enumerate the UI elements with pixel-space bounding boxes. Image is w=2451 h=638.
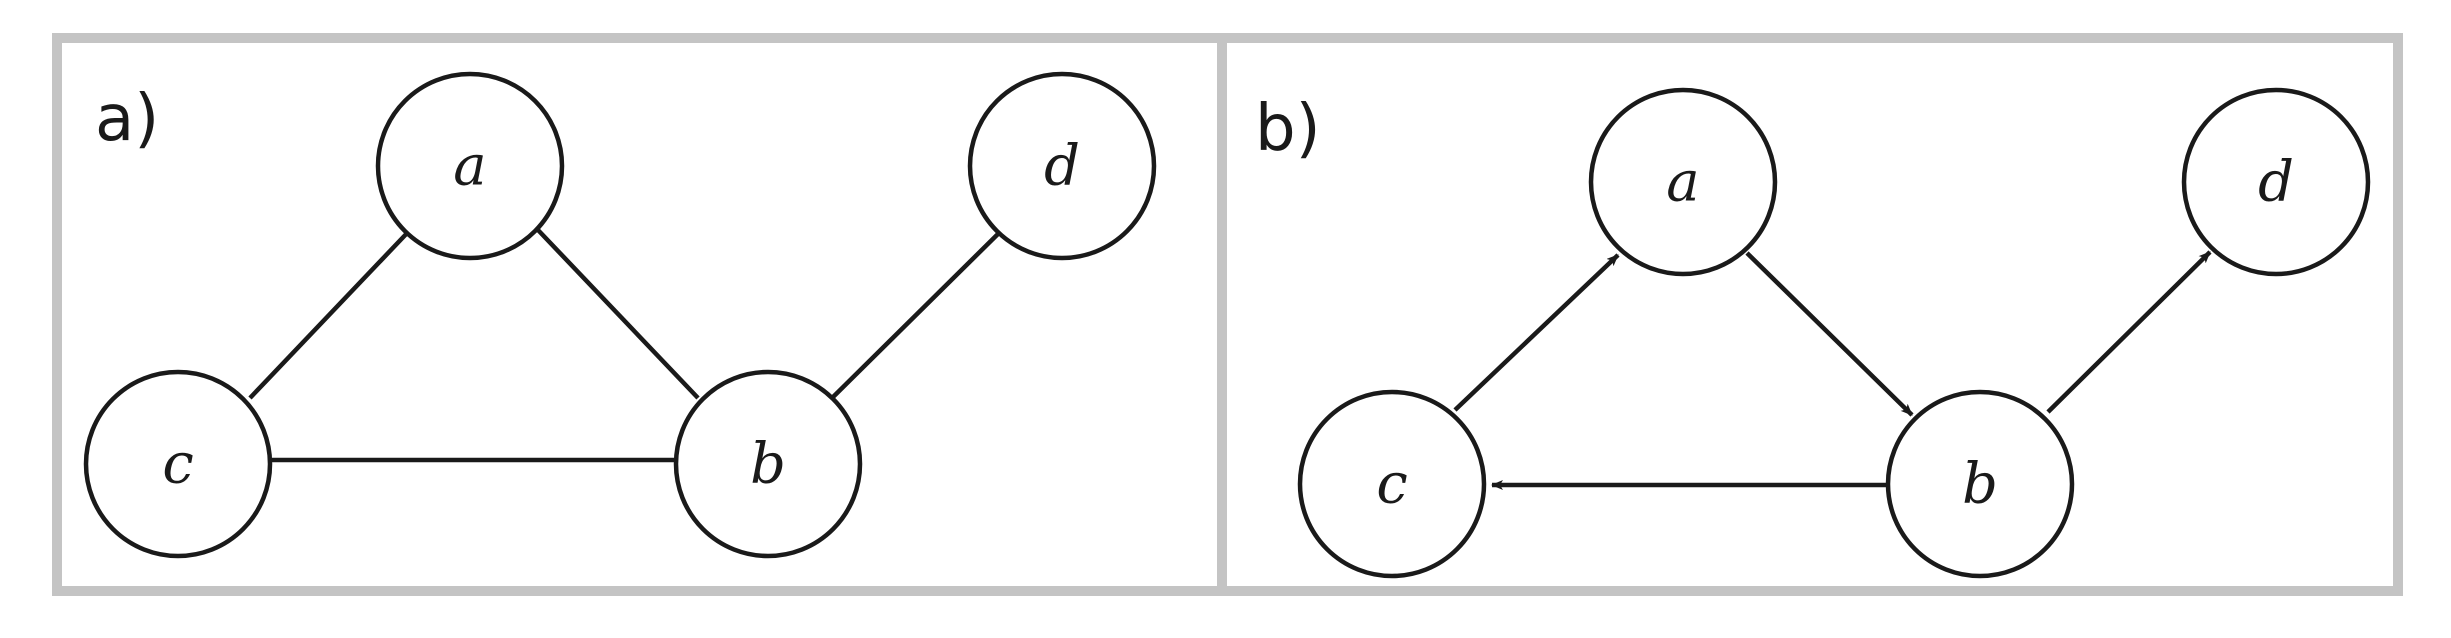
panel-b-frame xyxy=(1217,33,2403,596)
panel-b-node-d: d xyxy=(2181,87,2371,277)
panel-b: b) a b c d xyxy=(1217,33,2403,596)
node-label: d xyxy=(1044,134,1080,199)
panel-b-label: b) xyxy=(1255,92,1321,166)
panel-a-edge-a-b xyxy=(536,228,700,400)
panel-a-node-b: b xyxy=(673,369,863,559)
node-label: c xyxy=(162,432,193,497)
node-label: b xyxy=(1962,452,1998,517)
node-label: c xyxy=(1376,452,1407,517)
panel-a-node-d: d xyxy=(967,71,1157,261)
panel-b-node-c: c xyxy=(1297,389,1487,579)
node-circle xyxy=(1885,389,2075,579)
panel-a-edge-c-a xyxy=(248,228,412,400)
panel-a-edges xyxy=(248,228,1004,463)
panel-a-edge-b-d xyxy=(828,228,1004,402)
panel-b-node-b: b xyxy=(1885,389,2075,579)
panel-b-node-a: a xyxy=(1588,87,1778,277)
panel-b-edge-a-b xyxy=(1745,251,1914,417)
panel-a: a) a b c d xyxy=(52,33,1227,596)
node-label: d xyxy=(2258,150,2294,215)
node-label: a xyxy=(453,134,486,199)
panel-a-label: a) xyxy=(95,82,159,156)
panel-b-edges xyxy=(1453,250,2212,490)
panel-a-node-c: c xyxy=(83,369,273,559)
panel-b-edge-b-d xyxy=(2046,250,2212,414)
node-label: b xyxy=(750,432,786,497)
node-circle xyxy=(1297,389,1487,579)
panel-a-node-a: a xyxy=(375,71,565,261)
node-circle xyxy=(83,369,273,559)
panel-b-edge-c-a xyxy=(1453,253,1620,412)
node-circle xyxy=(2181,87,2371,277)
node-circle xyxy=(967,71,1157,261)
node-circle xyxy=(375,71,565,261)
node-circle xyxy=(1588,87,1778,277)
node-circle xyxy=(673,369,863,559)
node-label: a xyxy=(1666,150,1699,215)
